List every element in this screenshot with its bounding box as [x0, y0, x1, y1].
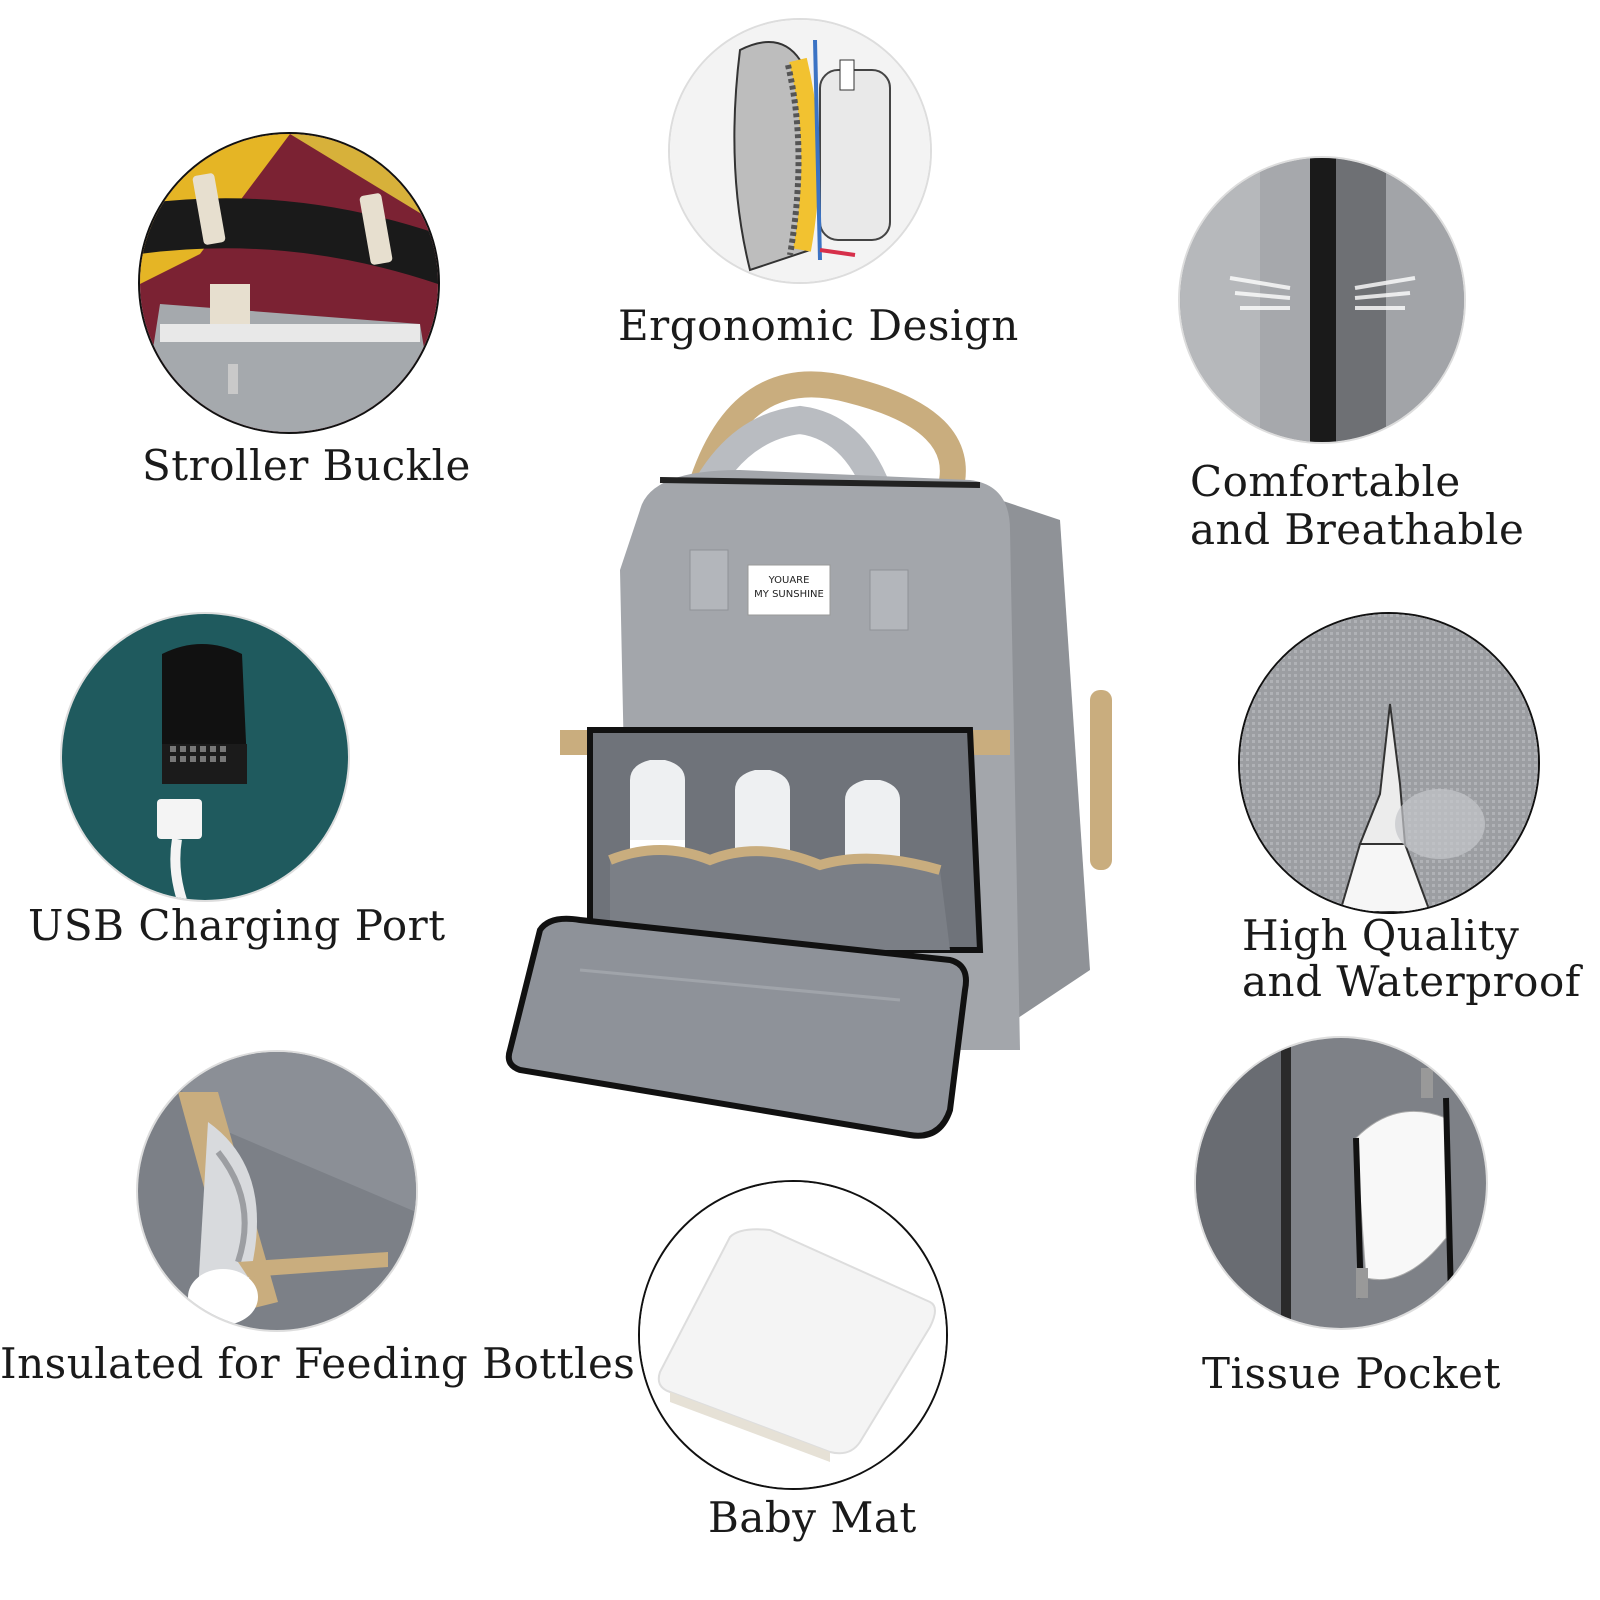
high-quality-label-line1: High Quality	[1242, 911, 1520, 960]
high-quality-label-line2: and Waterproof	[1242, 957, 1581, 1006]
high-quality-waterproof-image	[1238, 612, 1540, 914]
tissue-pocket-label: Tissue Pocket	[1202, 1349, 1501, 1398]
stroller-buckle-label: Stroller Buckle	[142, 441, 471, 490]
ergonomic-design-image	[668, 18, 932, 284]
ergonomic-design-label: Ergonomic Design	[618, 301, 1019, 350]
comfortable-label-line1: Comfortable	[1190, 457, 1461, 506]
stroller-buckle-image	[138, 132, 440, 434]
bag-label-line1: YOUARE	[768, 575, 810, 586]
usb-charging-port-label: USB Charging Port	[28, 901, 446, 950]
insulated-bottles-image	[136, 1050, 418, 1332]
baby-mat-image	[638, 1180, 948, 1490]
usb-charging-port-image	[60, 612, 350, 902]
backpack-product-image: YOUARE MY SUNSHINE	[500, 370, 1120, 1160]
tissue-pocket-image	[1194, 1036, 1488, 1330]
bag-label-line2: MY SUNSHINE	[754, 589, 824, 600]
comfortable-breathable-image	[1178, 156, 1466, 444]
insulated-bottles-label: Insulated for Feeding Bottles	[0, 1339, 636, 1388]
comfortable-label-line2: and Breathable	[1190, 505, 1525, 554]
baby-mat-label: Baby Mat	[708, 1493, 917, 1542]
